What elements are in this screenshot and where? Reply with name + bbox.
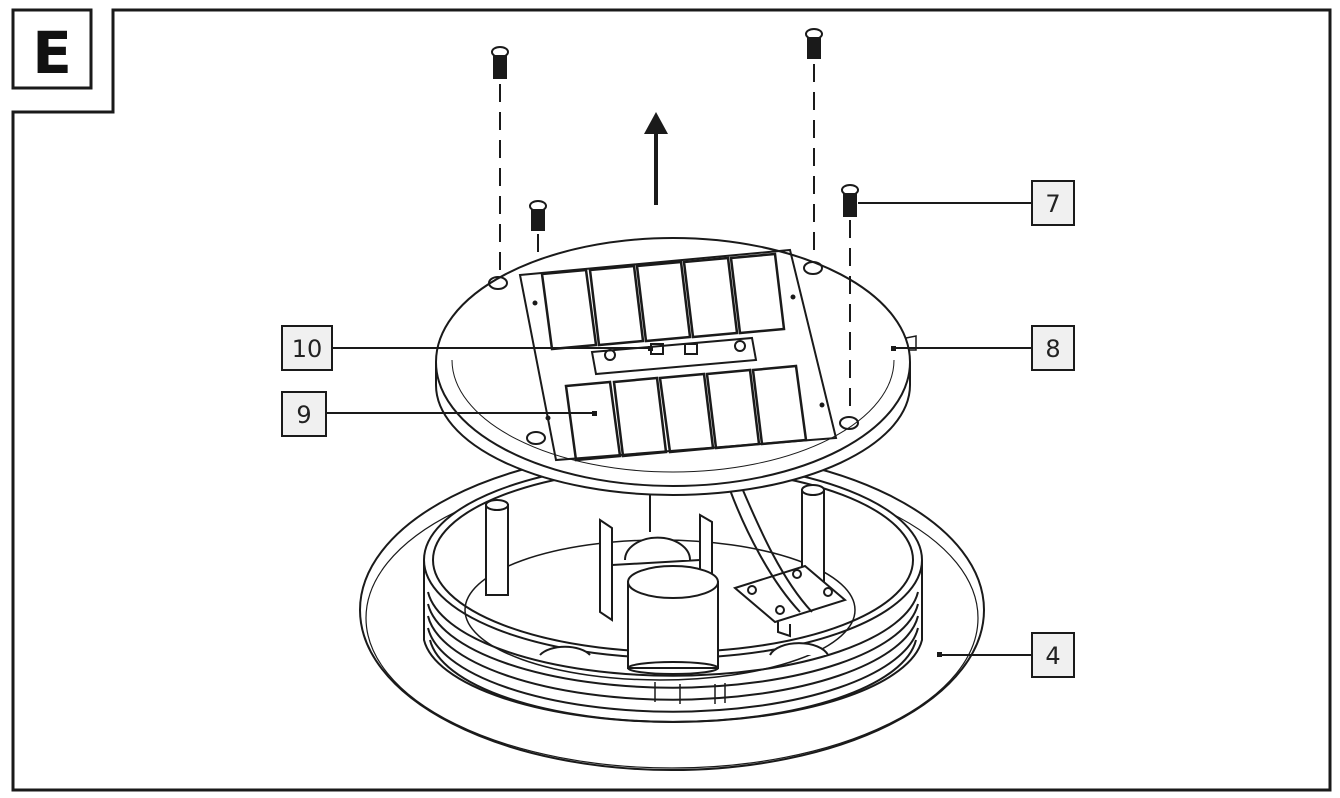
screw-front-left xyxy=(529,200,547,231)
solar-cells-lower xyxy=(564,364,808,462)
callout-4: 4 xyxy=(937,632,1075,678)
callout-7: 7 xyxy=(858,180,1075,226)
base-housing xyxy=(359,449,985,771)
screws xyxy=(491,28,859,231)
diagram-frame xyxy=(11,8,1332,792)
solar-cells-upper xyxy=(540,252,786,351)
callout-10: 10 xyxy=(281,325,653,371)
callout-7-label: 7 xyxy=(1045,190,1060,218)
solar-lid xyxy=(435,237,917,496)
callout-8: 8 xyxy=(891,325,1075,371)
callout-10-label: 10 xyxy=(292,335,323,363)
switch-strip xyxy=(590,336,758,376)
screw-front-right xyxy=(841,184,859,217)
screw-hole-back-left xyxy=(488,276,508,290)
step-label: E xyxy=(32,19,72,87)
callout-9-label: 9 xyxy=(296,401,311,429)
callout-8-label: 8 xyxy=(1045,335,1060,363)
screw-back-left xyxy=(491,46,509,79)
screw-hole-front-right xyxy=(839,416,859,430)
lift-arrow-icon xyxy=(644,112,668,205)
screw-guide-lines xyxy=(499,64,851,412)
callout-9: 9 xyxy=(281,391,597,437)
screw-hole-back-right xyxy=(803,261,823,275)
screw-back-right xyxy=(805,28,823,59)
callout-4-label: 4 xyxy=(1045,642,1060,670)
screw-hole-front-left xyxy=(526,431,546,445)
step-label-box xyxy=(11,8,93,90)
